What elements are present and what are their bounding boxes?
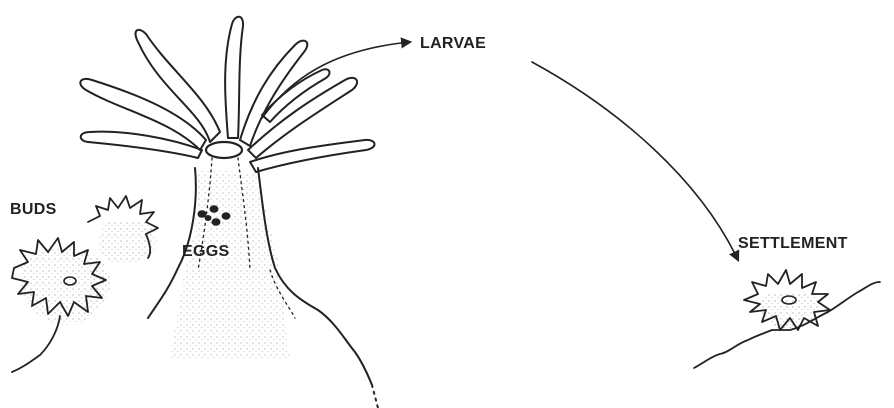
tentacle: [136, 30, 220, 142]
egg: [210, 205, 219, 213]
tentacle: [225, 17, 243, 138]
polyp-mouth: [206, 142, 242, 158]
tentacle: [80, 79, 206, 150]
egg: [205, 215, 212, 221]
settlement-arrow: [532, 62, 738, 260]
polyp-base-dotted: [372, 385, 378, 408]
label-eggs: EGGS: [182, 243, 229, 260]
tentacle: [250, 140, 375, 172]
egg: [212, 218, 221, 226]
bud-lower: [12, 238, 110, 372]
parent-polyp: [80, 17, 378, 408]
bud-lower-shading: [19, 247, 110, 325]
label-settlement: SETTLEMENT: [738, 235, 848, 252]
label-buds: BUDS: [10, 201, 57, 218]
polyp-body-shading: [170, 170, 290, 360]
polyp-tentacles: [80, 17, 374, 172]
egg: [222, 212, 231, 220]
bud-lower-stalk: [12, 316, 60, 372]
label-larvae: LARVAE: [420, 35, 486, 52]
bud-upper: [88, 196, 158, 264]
tentacle: [240, 41, 307, 146]
settled-polyp-shading: [760, 292, 818, 330]
settled-polyp: [694, 270, 880, 368]
